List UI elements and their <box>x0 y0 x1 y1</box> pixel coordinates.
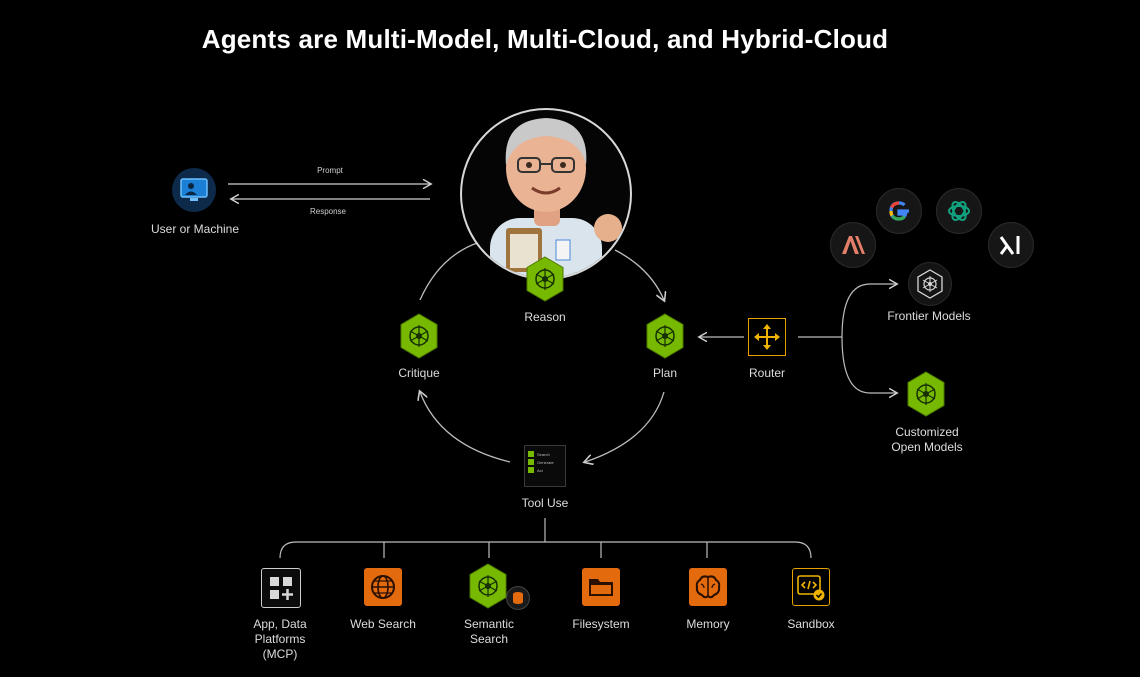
folder-icon <box>582 568 620 606</box>
reason-label: Reason <box>524 310 566 324</box>
user-monitor-icon <box>172 168 216 212</box>
customized-models-label-2: Open Models <box>891 440 963 454</box>
critique-label: Critique <box>398 366 440 380</box>
tool-label-line: (MCP) <box>262 647 298 661</box>
plan-label: Plan <box>652 366 678 380</box>
tool-label-mcp: App, Data Platforms (MCP) <box>235 617 325 662</box>
code-icon <box>792 568 830 606</box>
frontier-models-label: Frontier Models <box>887 309 971 323</box>
tool-label-semantic-search: Semantic Search <box>444 617 534 647</box>
avatar-illustration <box>490 118 622 278</box>
tool-use-label: Tool Use <box>521 496 569 510</box>
router-icon <box>748 318 786 356</box>
brain-icon <box>689 568 727 606</box>
tool-list-item: Generate <box>537 459 554 465</box>
tool-list-item: Search <box>537 451 550 457</box>
tool-label-web-search: Web Search <box>350 617 416 631</box>
tool-label-memory: Memory <box>686 617 730 631</box>
openai-logo-icon <box>936 188 982 234</box>
google-logo-icon <box>876 188 922 234</box>
tool-label-filesystem: Filesystem <box>572 617 630 631</box>
tool-label-line: App, Data <box>253 617 307 631</box>
tool-label-line: Search <box>469 632 509 646</box>
tool-label-sandbox: Sandbox <box>787 617 835 631</box>
user-label: User or Machine <box>150 222 240 236</box>
globe-icon <box>364 568 402 606</box>
critique-node-icon <box>399 313 439 364</box>
plan-node-icon <box>645 313 685 364</box>
xai-logo-icon <box>988 222 1034 268</box>
tool-label-line: Platforms <box>254 632 306 646</box>
apps-grid-icon <box>261 568 301 608</box>
anthropic-logo-icon <box>830 222 876 268</box>
tool-use-panel: Search Generate Act <box>524 445 566 487</box>
response-label: Response <box>309 207 347 216</box>
reason-node-icon <box>525 256 565 307</box>
router-label: Router <box>748 366 786 380</box>
database-icon <box>506 586 530 610</box>
tool-label-line: Semantic <box>463 617 515 631</box>
prompt-label: Prompt <box>317 166 343 175</box>
agent-avatar <box>460 108 632 280</box>
frontier-models-icon <box>908 262 952 306</box>
semantic-search-icon <box>468 563 508 614</box>
customized-models-icon <box>906 371 946 422</box>
slide-title: Agents are Multi-Model, Multi-Cloud, and… <box>201 24 889 54</box>
tool-list-item: Act <box>537 467 543 473</box>
customized-models-label-1: Customized <box>895 425 959 439</box>
